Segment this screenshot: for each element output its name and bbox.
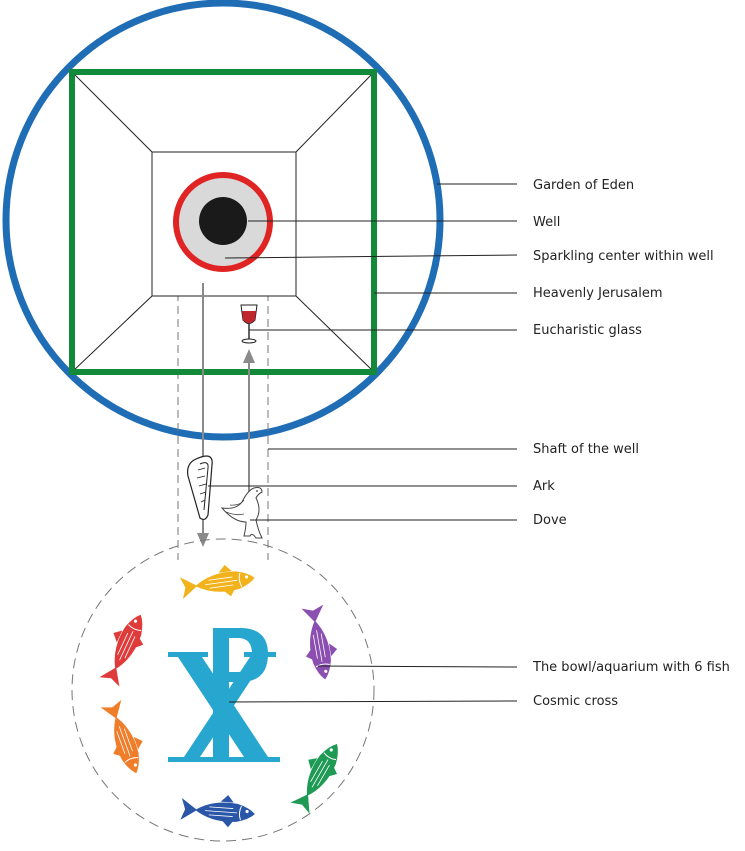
perspective-line-bl <box>72 296 152 372</box>
chi-rho-icon <box>168 628 280 762</box>
label-shaft: Shaft of the well <box>533 442 639 457</box>
fish-icon <box>97 698 152 778</box>
fish-icon <box>179 561 257 603</box>
perspective-line-tr <box>296 72 374 152</box>
fish-icon <box>298 604 342 682</box>
label-ark: Ark <box>533 479 555 494</box>
perspective-line-br <box>296 296 374 372</box>
label-dove: Dove <box>533 513 567 528</box>
dove-icon <box>222 488 262 539</box>
label-cosmic-cross: Cosmic cross <box>533 694 618 709</box>
wine-glass-icon <box>241 305 257 343</box>
fish-icon <box>285 736 350 816</box>
well-core <box>199 197 247 245</box>
label-garden-of-eden: Garden of Eden <box>533 178 634 193</box>
fish-icon <box>94 608 154 689</box>
well <box>176 175 270 269</box>
label-bowl: The bowl/aquarium with 6 fish <box>532 660 730 675</box>
label-sparkling-center: Sparkling center within well <box>533 249 714 264</box>
label-heavenly-jerusalem: Heavenly Jerusalem <box>533 286 663 301</box>
perspective-line-tl <box>72 72 152 152</box>
label-eucharistic-glass: Eucharistic glass <box>533 323 642 338</box>
label-well: Well <box>533 215 560 230</box>
ark-icon <box>188 456 213 519</box>
leader-bowl <box>318 666 517 667</box>
leader-cosmic-cross <box>229 701 517 702</box>
fish-icon <box>180 792 256 829</box>
